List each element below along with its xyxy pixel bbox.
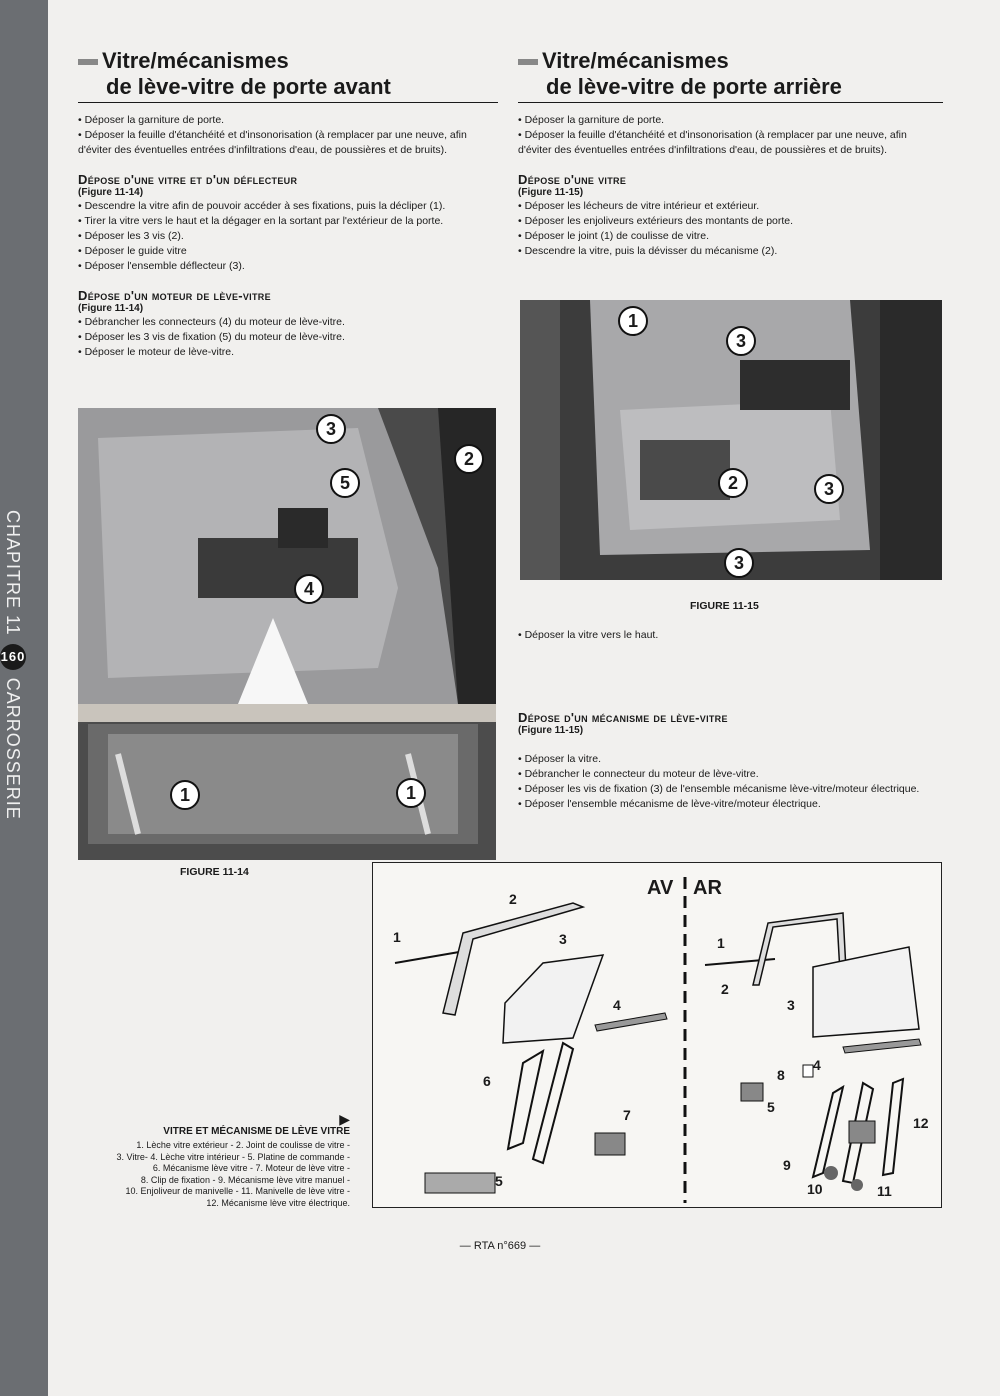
legend-line: 12. Mécanisme lève vitre électrique. bbox=[206, 1197, 350, 1208]
av-label-7: 7 bbox=[623, 1107, 631, 1123]
ar-label-3: 3 bbox=[787, 997, 795, 1013]
list-item: Déposer les lécheurs de vitre intérieur … bbox=[518, 199, 943, 214]
callout-4: 4 bbox=[294, 574, 324, 604]
ar-label-2: 2 bbox=[721, 981, 729, 997]
list-item: Déposer la vitre. bbox=[518, 752, 943, 767]
right-intro-item: Déposer la feuille d'étanchéité et d'ins… bbox=[518, 128, 943, 158]
left-section1-title: Dépose d'une vitre et d'un déflecteur bbox=[78, 172, 298, 187]
callout-3-right: 3 bbox=[814, 474, 844, 504]
diagram-drawing bbox=[394, 877, 922, 1203]
callout-2: 2 bbox=[718, 468, 748, 498]
left-title: Vitre/mécanismes de lève-vitre de porte … bbox=[78, 48, 498, 103]
list-item: Déposer les enjoliveurs extérieurs des m… bbox=[518, 214, 943, 229]
callout-2: 2 bbox=[454, 444, 484, 474]
legend-line: 1. Lèche vitre extérieur - 2. Joint de c… bbox=[136, 1140, 350, 1150]
right-section2-title: Dépose d'un mécanisme de lève-vitre bbox=[518, 710, 728, 725]
right-intro-list: Déposer la garniture de porte. Déposer l… bbox=[518, 113, 943, 158]
list-item: Débrancher le connecteur du moteur de lè… bbox=[518, 767, 943, 782]
av-label-2: 2 bbox=[509, 891, 517, 907]
exploded-diagram: AV AR 1 2 3 4 5 6 7 1 2 3 4 5 8 9 10 11 … bbox=[372, 862, 942, 1208]
ar-label-11: 11 bbox=[877, 1183, 892, 1199]
ar-label-12: 12 bbox=[913, 1115, 929, 1131]
ar-label-4: 4 bbox=[813, 1057, 821, 1073]
ar-label-10: 10 bbox=[807, 1181, 823, 1197]
list-item: Descendre la vitre afin de pouvoir accéd… bbox=[78, 199, 498, 214]
av-label-3: 3 bbox=[559, 931, 567, 947]
right-section1-list: Déposer les lécheurs de vitre intérieur … bbox=[518, 199, 943, 259]
right-section2: Dépose d'un mécanisme de lève-vitre (Fig… bbox=[518, 710, 943, 812]
left-section1-list: Descendre la vitre afin de pouvoir accéd… bbox=[78, 199, 498, 274]
callout-1-left: 1 bbox=[170, 780, 200, 810]
right-intro-item: Déposer la garniture de porte. bbox=[518, 113, 943, 128]
left-title-line2: de lève-vitre de porte avant bbox=[78, 74, 498, 103]
label-av: AV bbox=[647, 877, 674, 899]
left-section2-title: Dépose d'un moteur de lève-vitre bbox=[78, 288, 271, 303]
list-item: Déposer l'ensemble mécanisme de lève-vit… bbox=[518, 797, 943, 812]
av-label-4: 4 bbox=[613, 997, 621, 1013]
callout-1-right: 1 bbox=[396, 778, 426, 808]
right-section1-title: Dépose d'une vitre bbox=[518, 172, 627, 187]
label-ar: AR bbox=[693, 877, 722, 899]
right-section1-ref: (Figure 11-15) bbox=[518, 187, 584, 198]
left-intro-item: Déposer la garniture de porte. bbox=[78, 113, 498, 128]
callout-1: 1 bbox=[618, 306, 648, 336]
left-section2-list: Débrancher les connecteurs (4) du moteur… bbox=[78, 315, 498, 360]
callout-5: 5 bbox=[330, 468, 360, 498]
page-number-badge: 160 bbox=[0, 643, 26, 670]
legend-line: 3. Vitre- 4. Lèche vitre intérieur - 5. … bbox=[116, 1151, 350, 1162]
left-title-line1: Vitre/mécanismes bbox=[78, 48, 498, 74]
left-intro-item: Déposer la feuille d'étanchéité et d'ins… bbox=[78, 128, 498, 158]
right-section2-ref: (Figure 11-15) bbox=[518, 725, 584, 736]
legend-line: 6. Mécanisme lève vitre - 7. Moteur de l… bbox=[152, 1163, 350, 1173]
diagram-legend: ▶ VITRE ET MÉCANISME DE LÈVE VITRE 1. Lè… bbox=[78, 1111, 350, 1209]
ar-label-9: 9 bbox=[783, 1157, 791, 1173]
list-item: Déposer la vitre vers le haut. bbox=[518, 628, 943, 643]
list-item: Déposer les 3 vis de fixation (5) du mot… bbox=[78, 330, 498, 345]
left-column: Vitre/mécanismes de lève-vitre de porte … bbox=[78, 48, 498, 360]
av-label-5: 5 bbox=[495, 1173, 503, 1189]
chapter-label: CHAPITRE 11 bbox=[3, 510, 24, 636]
right-title: Vitre/mécanismes de lève-vitre de porte … bbox=[518, 48, 943, 103]
callout-3: 3 bbox=[316, 414, 346, 444]
legend-line: 10. Enjoliveur de manivelle - 11. Manive… bbox=[125, 1186, 350, 1196]
list-item: Déposer les 3 vis (2). bbox=[78, 229, 498, 244]
figure-11-14-glass-photo bbox=[78, 704, 496, 860]
av-label-1: 1 bbox=[393, 929, 401, 945]
left-section1-ref: (Figure 11-14) bbox=[78, 187, 144, 198]
ar-label-8: 8 bbox=[777, 1067, 785, 1083]
right-section2-list: Déposer la vitre. Débrancher le connecte… bbox=[518, 752, 943, 812]
right-column: Vitre/mécanismes de lève-vitre de porte … bbox=[518, 48, 943, 259]
list-item: Débrancher les connecteurs (4) du moteur… bbox=[78, 315, 498, 330]
right-after-figure-list: Déposer la vitre vers le haut. bbox=[518, 628, 943, 643]
arrow-right-icon: ▶ bbox=[339, 1111, 350, 1127]
figure-11-14-door-photo bbox=[78, 408, 496, 704]
legend-line: 8. Clip de fixation - 9. Mécanisme lève … bbox=[140, 1174, 350, 1185]
list-item: Déposer le joint (1) de coulisse de vitr… bbox=[518, 229, 943, 244]
chapter-sidebar: CHAPITRE 11 160 CARROSSERIE bbox=[0, 0, 48, 1396]
list-item: Descendre la vitre, puis la dévisser du … bbox=[518, 244, 943, 259]
page-footer: — RTA n°669 — bbox=[459, 1240, 541, 1252]
ar-label-1: 1 bbox=[717, 935, 725, 951]
callout-3-top: 3 bbox=[726, 326, 756, 356]
legend-title: VITRE ET MÉCANISME DE LÈVE VITRE bbox=[163, 1125, 350, 1137]
callout-3-bottom: 3 bbox=[724, 548, 754, 578]
right-title-line1: Vitre/mécanismes bbox=[518, 48, 943, 74]
av-label-6: 6 bbox=[483, 1073, 491, 1089]
ar-label-5: 5 bbox=[767, 1099, 775, 1115]
list-item: Tirer la vitre vers le haut et la dégage… bbox=[78, 214, 498, 229]
sidebar-text: CHAPITRE 11 160 CARROSSERIE bbox=[0, 510, 26, 820]
right-after-figure: Déposer la vitre vers le haut. bbox=[518, 628, 943, 643]
section-label: CARROSSERIE bbox=[3, 677, 24, 820]
list-item: Déposer les vis de fixation (3) de l'ens… bbox=[518, 782, 943, 797]
list-item: Déposer l'ensemble déflecteur (3). bbox=[78, 259, 498, 274]
right-title-line2: de lève-vitre de porte arrière bbox=[518, 74, 943, 103]
left-intro-list: Déposer la garniture de porte. Déposer l… bbox=[78, 113, 498, 158]
left-section2-ref: (Figure 11-14) bbox=[78, 303, 144, 314]
list-item: Déposer le moteur de lève-vitre. bbox=[78, 345, 498, 360]
list-item: Déposer le guide vitre bbox=[78, 244, 498, 259]
figure-11-15-door-photo bbox=[520, 300, 942, 580]
figure-11-15-caption: FIGURE 11-15 bbox=[690, 600, 759, 612]
figure-11-14-caption: FIGURE 11-14 bbox=[180, 866, 249, 878]
